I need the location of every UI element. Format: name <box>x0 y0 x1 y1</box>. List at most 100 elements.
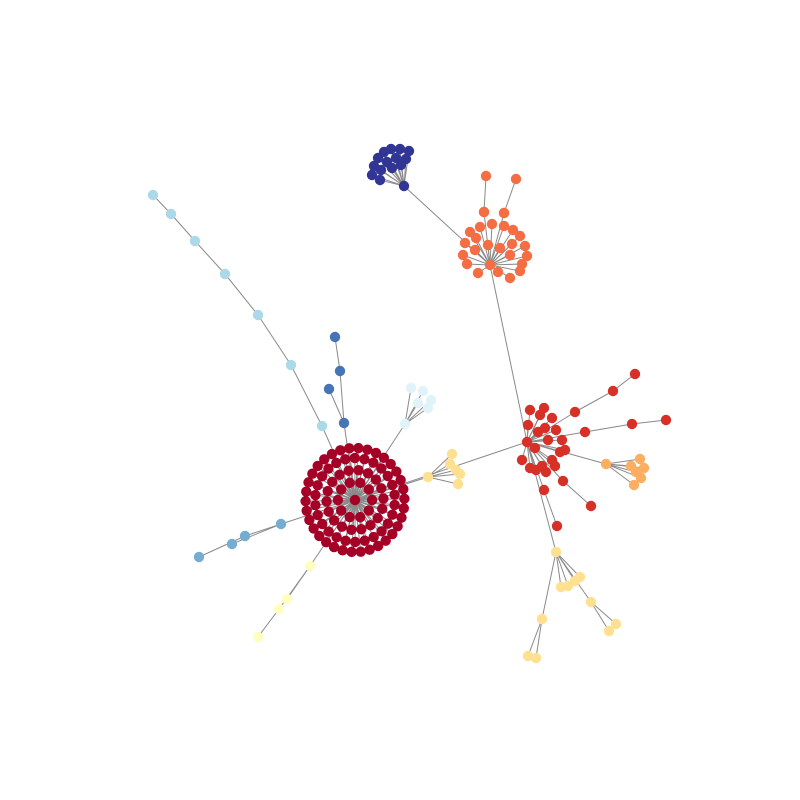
east-branch-node <box>579 426 591 438</box>
core-member-node <box>398 503 409 514</box>
core-member-node <box>376 483 387 494</box>
east-fan-node <box>625 460 637 472</box>
core-member-node <box>303 477 314 488</box>
pale-fan-node <box>417 385 429 397</box>
graph-edge <box>404 387 412 425</box>
north-member-node <box>470 232 482 244</box>
north-member-node <box>506 238 518 250</box>
north-member-node <box>469 244 481 256</box>
north-branch-node <box>480 170 492 182</box>
core-member-node <box>332 494 344 506</box>
graph-edge <box>231 523 282 545</box>
east-branch-node <box>557 475 569 487</box>
mid-fan-node <box>452 478 464 490</box>
core-member-node <box>336 521 348 532</box>
graph-edge <box>574 390 614 413</box>
core-member-node <box>398 484 409 495</box>
graph-edge <box>198 535 246 558</box>
core-member-node <box>389 489 400 500</box>
top-left-member-node <box>366 169 378 181</box>
top-left-member-node <box>385 143 397 155</box>
core-member-node <box>335 505 347 516</box>
core-member-node <box>349 452 361 464</box>
graph-edge <box>590 601 610 632</box>
blue-chain-node <box>334 365 346 377</box>
south-fan-node <box>610 618 622 630</box>
core-member-node <box>334 469 345 480</box>
pale-fan-hub-node <box>399 418 411 430</box>
east-hub-node <box>521 436 533 448</box>
core-member-node <box>346 524 357 535</box>
east-member-node <box>556 434 568 446</box>
core-member-node <box>380 535 391 546</box>
core-member-node <box>328 515 340 526</box>
south-fan-node <box>522 650 534 662</box>
north-member-node <box>457 249 469 261</box>
graph-edge <box>541 551 557 620</box>
long-chain-node <box>165 208 177 220</box>
east-branch-node <box>551 520 563 532</box>
core-member-node <box>372 512 383 524</box>
graph-edge <box>526 431 586 443</box>
north-member-node <box>472 267 484 279</box>
graph-edge <box>483 211 491 266</box>
core-member-node <box>300 496 311 507</box>
core-member-node <box>335 484 347 495</box>
core-member-node <box>355 477 366 489</box>
core-member-node <box>378 493 389 504</box>
core-hub-node <box>349 494 361 506</box>
core-member-node <box>335 445 346 456</box>
core-member-node <box>312 480 323 491</box>
south-fan-node <box>585 596 597 608</box>
north-member-node <box>498 220 510 232</box>
north-member-node <box>459 237 471 249</box>
east-fan-node <box>635 472 647 484</box>
core-member-node <box>353 442 364 454</box>
east-fan-hub-node <box>600 458 612 470</box>
core-member-node <box>377 503 388 515</box>
graph-edge <box>354 468 382 501</box>
core-member-node <box>328 541 340 553</box>
graph-edge <box>584 423 633 433</box>
core-member-node <box>396 512 407 523</box>
graph-edge <box>257 314 292 366</box>
core-member-node <box>391 466 402 477</box>
core-member-node <box>382 518 394 529</box>
core-member-node <box>368 531 379 543</box>
south-fan-hub-node <box>550 546 562 558</box>
node-layer <box>147 143 672 664</box>
north-member-node <box>521 250 533 262</box>
top-left-member-node <box>375 164 387 176</box>
core-member-node <box>376 463 387 474</box>
top-left-member-node <box>403 145 415 157</box>
core-member-node <box>322 485 333 497</box>
top-left-member-node <box>394 143 406 155</box>
long-chain-node <box>252 309 264 321</box>
blue-chain-node <box>338 417 350 429</box>
north-member-node <box>474 221 486 233</box>
north-branch-node <box>510 173 522 185</box>
core-member-node <box>304 514 315 526</box>
core-member-node <box>344 511 355 523</box>
core-member-node <box>310 500 321 511</box>
core-member-node <box>382 470 393 482</box>
core-member-node <box>385 458 396 470</box>
core-member-node <box>344 443 355 454</box>
core-member-node <box>316 471 328 482</box>
graph-edge <box>489 264 528 443</box>
pale-fan-node <box>405 382 417 394</box>
east-member-node <box>532 426 544 438</box>
pale-fan-node <box>422 402 434 414</box>
long-chain-node <box>219 268 231 280</box>
blue-chain-node <box>329 331 341 343</box>
north-member-node <box>504 249 516 261</box>
east-member-node <box>530 464 542 476</box>
core-member-node <box>319 454 330 465</box>
core-member-node <box>317 518 328 530</box>
long-chain-node <box>189 235 201 247</box>
graph-edge <box>194 240 226 275</box>
core-member-node <box>359 453 370 465</box>
mid-fan-node <box>446 448 458 460</box>
core-member-node <box>349 536 361 548</box>
